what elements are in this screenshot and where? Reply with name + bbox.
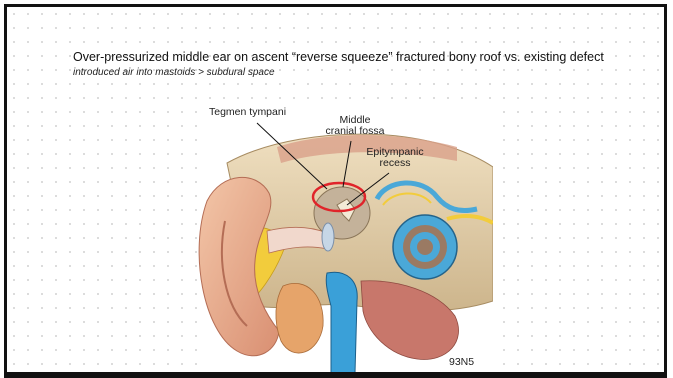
ear-anatomy-illustration: Tegmen tympani Middle cranial fossa Epit…	[197, 101, 493, 373]
slide-frame: Over-pressurized middle ear on ascent “r…	[4, 4, 667, 374]
label-epitympanic-recess: Epitympanic recess	[355, 147, 435, 169]
label-epi-line2: recess	[380, 157, 411, 169]
tympanic-membrane	[322, 223, 334, 251]
label-tegmen-tympani: Tegmen tympani	[209, 107, 286, 118]
figure-code: 93N5	[449, 357, 474, 368]
label-middle-cranial-fossa: Middle cranial fossa	[325, 115, 385, 137]
slide-title: Over-pressurized middle ear on ascent “r…	[73, 50, 604, 64]
ear-anatomy-drawing	[197, 101, 493, 373]
label-middle-line2: cranial fossa	[326, 125, 385, 137]
bottom-border	[4, 372, 667, 378]
internal-jugular-vein	[326, 272, 357, 373]
slide-subtitle: introduced air into mastoids > subdural …	[73, 67, 275, 78]
